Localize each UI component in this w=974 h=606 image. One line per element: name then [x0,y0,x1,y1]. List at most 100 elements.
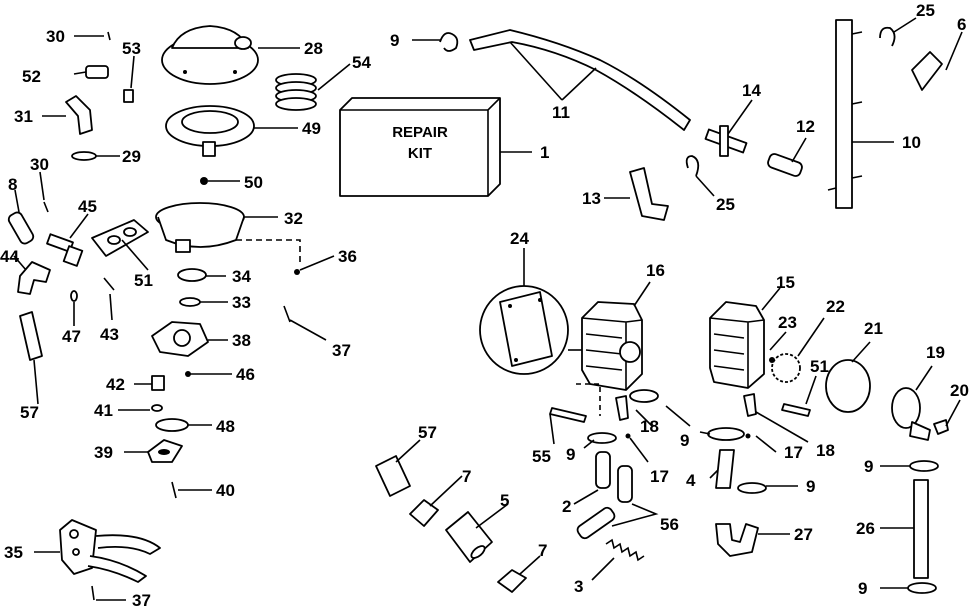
callout-39: 39 [94,443,113,462]
part-13 [629,167,669,221]
part-39 [147,439,183,463]
part-7-top [409,499,439,527]
part-52 [85,65,109,79]
callout-17a: 17 [650,467,669,486]
part-20 [933,419,949,435]
part-35-bracket [59,519,161,583]
callout-4: 4 [686,471,696,490]
part-30-mid [43,201,49,213]
part-31 [65,95,93,135]
callout-7a: 7 [462,467,471,486]
part-9-right1 [909,460,939,472]
part-26-tube [913,479,929,579]
callout-37b: 37 [132,591,151,606]
leader-lines [13,17,963,601]
part-18-left [615,395,629,421]
part-36 [294,269,300,275]
callout-19: 19 [926,343,945,362]
callout-37a: 37 [332,341,351,360]
callout-8: 8 [8,175,17,194]
part-45-fitting [46,233,84,267]
callout-30a: 30 [46,27,65,46]
part-57-left [19,311,43,361]
part-49-diaphragm [165,105,255,157]
part-29 [71,151,97,161]
part-9-mid [707,427,745,441]
callout-15: 15 [776,273,795,292]
callout-1: 1 [540,143,549,162]
callout-16: 16 [646,261,665,280]
part-11-hose [469,29,691,131]
part-12 [767,153,803,177]
part-14-tee [704,125,748,157]
callout-38: 38 [232,331,251,350]
callout-29: 29 [122,147,141,166]
callout-42: 42 [106,375,125,394]
part-9-center [587,432,617,444]
callout-6: 6 [957,15,966,34]
callout-26: 26 [856,519,875,538]
part-33 [179,297,201,307]
callout-31: 31 [14,107,33,126]
part-10-tube [827,19,863,209]
callout-57b: 57 [418,423,437,442]
callout-55: 55 [532,447,551,466]
part-9-lower [737,482,767,494]
callout-30b: 30 [30,155,49,174]
part-17-right [745,433,751,439]
part-17-hose [617,465,633,503]
part-9-right2 [907,582,937,594]
part-48 [155,418,189,432]
callout-51b: 51 [810,357,829,376]
callout-9a: 9 [390,31,399,50]
part-5-filter [445,511,493,563]
part-19 [891,387,931,441]
callout-51a: 51 [134,271,153,290]
callout-25a: 25 [916,1,935,20]
callout-18a: 18 [640,417,659,436]
part-50 [200,177,208,185]
callout-52: 52 [22,67,41,86]
callout-23: 23 [778,313,797,332]
callout-9c: 9 [566,445,575,464]
part-25-top [879,26,896,47]
part-38 [151,321,209,357]
callout-3: 3 [574,577,583,596]
callout-36: 36 [338,247,357,266]
part-32-body [155,202,245,253]
callout-9b: 9 [680,431,689,450]
part-27 [715,523,759,557]
callout-9e: 9 [864,457,873,476]
part-16-pump [581,301,643,391]
part-41 [151,404,163,412]
part-2-hose [595,451,611,489]
part-47 [70,290,78,302]
part-6 [911,51,943,91]
callout-41: 41 [94,401,113,420]
part-40 [171,481,177,499]
repair-kit-label-1: REPAIR [392,124,448,141]
part-46-small [185,371,191,377]
callout-27: 27 [794,525,813,544]
part-24-inset [479,285,582,375]
callout-28: 28 [304,39,323,58]
part-23 [769,357,775,363]
callout-56: 56 [660,515,679,534]
callout-22: 22 [826,297,845,316]
callout-12: 12 [796,117,815,136]
part-8-hose [7,211,35,245]
part-17-left [625,433,631,439]
part-9-top [439,32,459,52]
callout-25b: 25 [716,195,735,214]
part-42 [151,375,165,391]
callout-2: 2 [562,497,571,516]
callout-18b: 18 [816,441,835,460]
callout-5: 5 [500,491,509,510]
part-28-cover [161,25,259,85]
part-54-spring [275,73,317,111]
part-53 [123,89,134,103]
part-37-bottom [91,585,95,601]
part-34 [177,268,207,282]
